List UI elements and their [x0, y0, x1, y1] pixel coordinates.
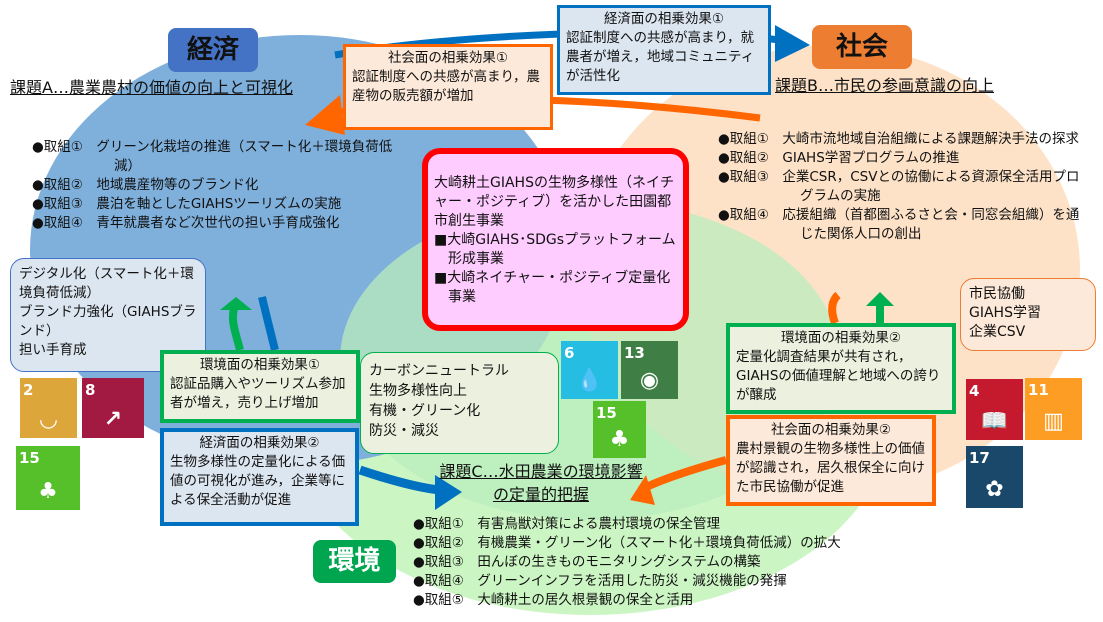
- environmental-synergy-1: 環境面の相乗効果① 認証品購入やツーリズム参加者が増え，売り上げ増加: [160, 350, 360, 423]
- env1-arrowhead: [220, 297, 252, 310]
- society-issue: 課題B…市民の参画意識の向上: [775, 76, 994, 95]
- economy-keywords: デジタル化（スマート化＋環境負荷低減） ブランド力強化（GIAHSブランド） 担…: [10, 258, 206, 372]
- econ-up-arrow: [258, 296, 279, 351]
- list-item: ●取組① 大崎市流地域自治組織による課題解決手法の探求: [718, 131, 1079, 147]
- keyword: 生物多様性向上: [369, 383, 467, 399]
- keyword: 企業CSV: [969, 324, 1026, 340]
- sdg-6-icon: 6💧: [561, 341, 618, 399]
- environment-label: 環境: [313, 540, 396, 583]
- environment-keywords: カーボンニュートラル 生物多様性向上 有機・グリーン化 防災・減災: [360, 352, 559, 454]
- synergy-title: 社会面の相乗効果②: [770, 422, 892, 438]
- keyword: 市民協働: [969, 286, 1025, 302]
- sdg-8-icon: 8↗: [82, 378, 144, 438]
- list-item: ●取組③ 企業CSR，CSVとの協働による資源保全活用プログラムの実施: [718, 169, 1080, 204]
- list-item: ●取組② 有機農業・グリーン化（スマート化＋環境負荷低減）の拡大: [413, 535, 841, 551]
- synergy-body: 生物多様性の定量化による価値の可視化が進み，企業等による保全活動が促進: [170, 454, 346, 508]
- society-label: 社会: [812, 25, 912, 69]
- list-item: ●取組① 有害鳥獣対策による農村環境の保全管理: [413, 516, 720, 532]
- sdg-4-icon: 4📖: [966, 379, 1023, 440]
- list-item: ●取組③ 田んぼの生きものモニタリングシステムの構築: [413, 554, 761, 570]
- econ2-arrow: [358, 465, 441, 495]
- social-up-arrow: [828, 291, 841, 325]
- synergy-title: 社会面の相乗効果①: [387, 50, 509, 66]
- synergy-body: 定量化調査結果が共有され，GIAHSの価値理解と地域への誇りが醸成: [736, 349, 941, 403]
- environment-issue: 課題C…水田農業の環境影響 の定量的把握: [400, 460, 682, 506]
- synergy-title: 経済面の相乗効果②: [199, 435, 320, 451]
- sdg-17-icon: 17✿: [966, 446, 1023, 508]
- synergy-body: 農村景観の生物多様性上の価値が認識され，居久根保全に向けた市民協働が促進: [736, 441, 925, 495]
- synergy-body: 認証制度への共感が高まり，就農者が増え，地域コミュニティが活性化: [566, 30, 755, 84]
- keyword: デジタル化（スマート化＋環境負荷低減）: [19, 266, 194, 301]
- economic1-arrowhead: [775, 25, 810, 62]
- list-item: ●取組⑤ 大崎耕土の居久根景観の保全と活用: [413, 592, 694, 608]
- keyword: GIAHS学習: [969, 305, 1041, 321]
- list-item: ●取組② GIAHS学習プログラムの推進: [718, 150, 960, 166]
- social-synergy-2: 社会面の相乗効果② 農村景観の生物多様性上の価値が認識され，居久根保全に向けた市…: [726, 415, 936, 506]
- synergy-body: 認証品購入やツーリズム参加者が増え，売り上げ増加: [170, 376, 346, 411]
- list-item: ●取組③ 農泊を軸としたGIAHSツーリズムの実施: [32, 196, 342, 212]
- economic-synergy-1: 経済面の相乗効果① 認証制度への共感が高まり，就農者が増え，地域コミュニティが活…: [557, 5, 771, 95]
- economy-items: ●取組① グリーン化栽培の推進（スマート化＋環境負荷低減） ●取組② 地域農産物…: [32, 138, 412, 233]
- society-items: ●取組① 大崎市流地域自治組織による課題解決手法の探求 ●取組② GIAHS学習…: [718, 130, 1088, 244]
- issue-line: の定量的把握: [492, 485, 589, 504]
- environment-items: ●取組① 有害鳥獣対策による農村環境の保全管理 ●取組② 有機農業・グリーン化（…: [413, 515, 953, 610]
- society-keywords: 市民協働 GIAHS学習 企業CSV: [960, 278, 1096, 351]
- sdg-11-icon: 11▥: [1025, 378, 1082, 440]
- list-item: ●取組④ グリーンインフラを活用した防災・減災機能の発揮: [413, 573, 787, 589]
- list-item: ●取組④ 応援組織（首都圏ふるさと会・同窓会組織）を通じた関係人口の創出: [718, 207, 1080, 242]
- env2-arrowhead: [866, 292, 894, 306]
- center-project-box: 大崎耕土GIAHSの生物多様性（ネイチャー・ポジティブ）を活かした田園都市創生事…: [422, 148, 689, 331]
- keyword: 担い手育成: [19, 342, 87, 358]
- list-item: ●取組② 地域農産物等のブランド化: [32, 177, 259, 193]
- keyword: 防災・減災: [369, 423, 439, 439]
- sdg-15-icon: 15♣: [16, 446, 80, 510]
- social2-arrowhead: [630, 475, 655, 505]
- economy-issue: 課題A…農業農村の価値の向上と可視化: [10, 78, 293, 97]
- synergy-title: 環境面の相乗効果②: [780, 330, 902, 346]
- economy-label: 経済: [168, 28, 258, 72]
- synergy-body: 認証制度への共感が高まり，農産物の販売額が増加: [352, 69, 541, 104]
- list-item: ●取組④ 青年就農者など次世代の担い手育成強化: [32, 215, 340, 231]
- econ2-arrowhead: [435, 475, 462, 510]
- keyword: カーボンニュートラル: [369, 363, 509, 379]
- social1-arrowhead: [305, 95, 345, 135]
- environmental-synergy-2: 環境面の相乗効果② 定量化調査結果が共有され，GIAHSの価値理解と地域への誇り…: [726, 323, 956, 414]
- sdg-13-icon: 13◉: [621, 341, 678, 399]
- synergy-title: 経済面の相乗効果①: [603, 11, 725, 27]
- social-synergy-1: 社会面の相乗効果① 認証制度への共感が高まり，農産物の販売額が増加: [343, 44, 553, 130]
- center-project: ■大崎ネイチャー・ポジティブ定量化事業: [434, 270, 671, 305]
- synergy-title: 環境面の相乗効果①: [199, 357, 321, 373]
- sdg-15-icon-center: 15♣: [593, 401, 646, 458]
- keyword: 有機・グリーン化: [369, 403, 481, 419]
- list-item: ●取組① グリーン化栽培の推進（スマート化＋環境負荷低減）: [32, 139, 393, 174]
- issue-line: 課題C…水田農業の環境影響: [439, 462, 643, 481]
- economic-synergy-2: 経済面の相乗効果② 生物多様性の定量化による価値の可視化が進み，企業等による保全…: [160, 428, 359, 526]
- keyword: ブランド力強化（GIAHSブランド）: [19, 304, 197, 339]
- center-project: ■大崎GIAHS･SDGsプラットフォーム形成事業: [434, 232, 676, 267]
- sdg-2-icon: 2◡: [20, 378, 77, 438]
- center-title: 大崎耕土GIAHSの生物多様性（ネイチャー・ポジティブ）を活かした田園都市創生事…: [434, 175, 674, 229]
